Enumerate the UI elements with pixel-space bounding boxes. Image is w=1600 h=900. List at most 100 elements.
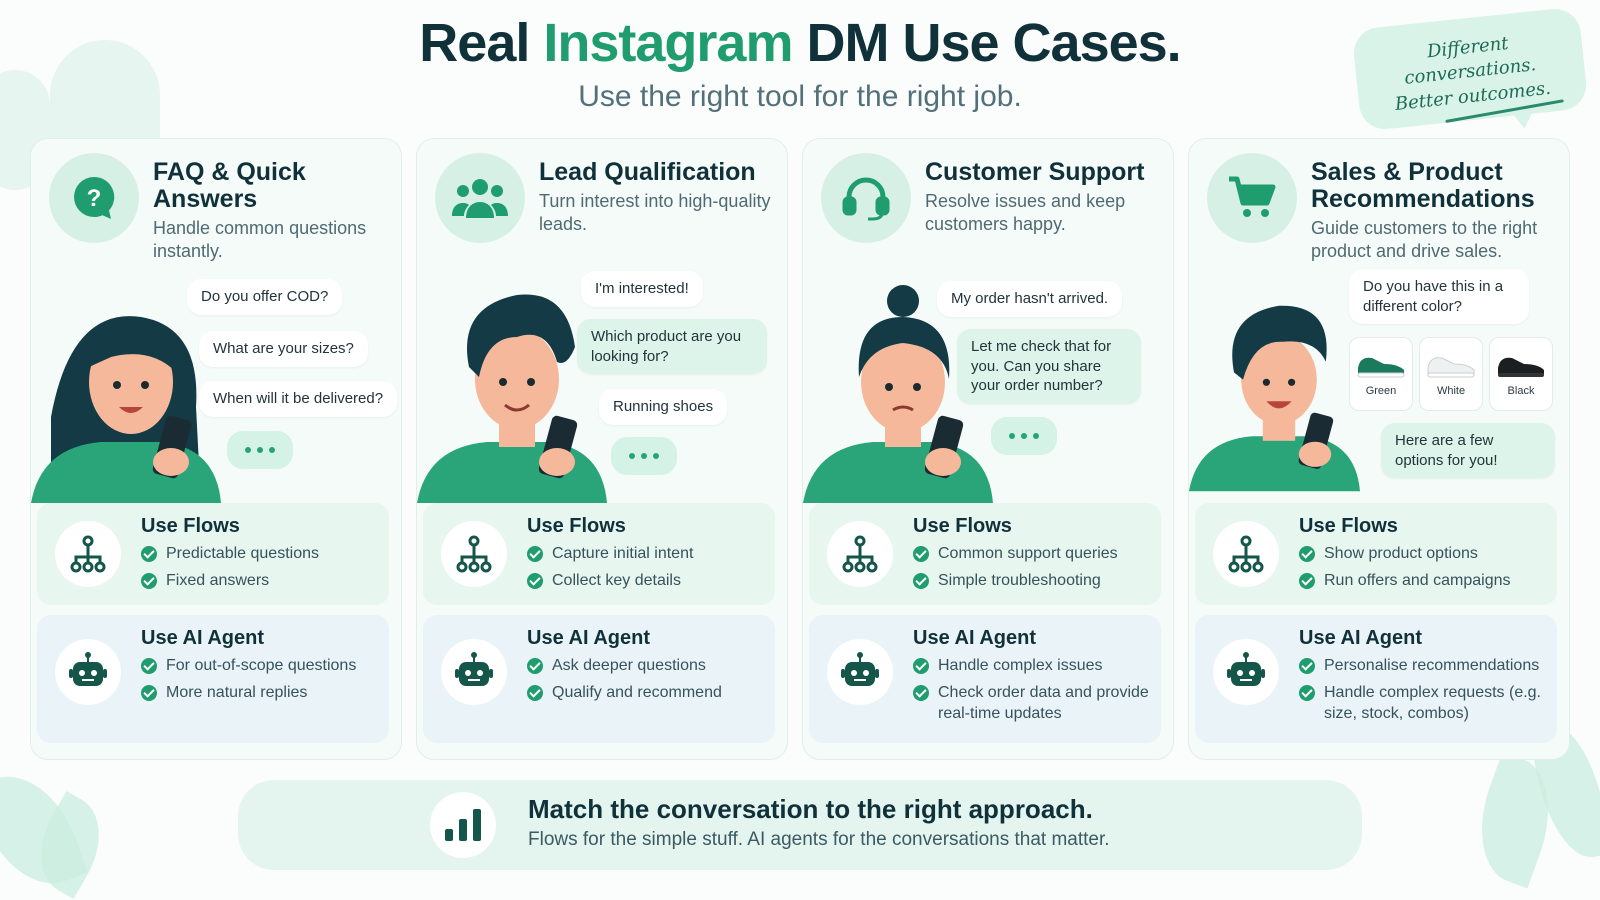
card-title: Customer Support — [925, 158, 1145, 186]
note-tail — [1512, 111, 1535, 130]
flows-title: Use Flows — [913, 515, 1012, 537]
card-sales-recommendations: Sales & Product Recommendations Guide cu… — [1188, 138, 1570, 760]
question-bubble-icon: ? — [49, 153, 139, 243]
man-phone-illustration — [417, 294, 607, 503]
ai-agent-title: Use AI Agent — [141, 627, 264, 649]
check-icon — [1299, 572, 1315, 589]
ai-agent-panel: Use AI Agent For out-of-scope questions … — [37, 615, 389, 743]
flows-item: Fixed answers — [141, 571, 381, 592]
typing-indicator — [991, 417, 1057, 455]
robot-icon — [1213, 639, 1279, 705]
product-label: Black — [1507, 385, 1535, 397]
chat-bubble: Do you have this in a different color? — [1349, 269, 1529, 324]
ai-agent-title: Use AI Agent — [527, 627, 650, 649]
check-icon — [527, 658, 543, 674]
ai-agent-item: More natural replies — [141, 683, 381, 704]
people-group-icon — [435, 153, 525, 243]
flows-panel: Use Flows Predictable questions Fixed an… — [37, 503, 389, 605]
card-header: Customer Support Resolve issues and keep… — [821, 153, 1163, 273]
chat-scene: Do you have this in a different color? G… — [1189, 267, 1571, 503]
ai-agent-panel: Use AI Agent Ask deeper questions Qualif… — [423, 615, 775, 743]
ai-agent-panel: Use AI Agent Personalise recommendations… — [1195, 615, 1557, 743]
flow-diagram-icon — [55, 521, 121, 587]
ai-agent-panel: Use AI Agent Handle complex issues Check… — [809, 615, 1161, 743]
flows-item: Collect key details — [527, 571, 767, 592]
check-icon — [141, 572, 157, 589]
check-icon — [913, 572, 929, 589]
flows-item: Simple troubleshooting — [913, 571, 1153, 592]
green-shoe-icon — [1357, 357, 1405, 378]
check-icon — [527, 684, 543, 701]
bar-chart-icon — [430, 792, 496, 858]
svg-text:?: ? — [87, 185, 102, 212]
card-title: FAQ & Quick Answers — [153, 158, 306, 213]
flows-item: Common support queries — [913, 544, 1153, 565]
ai-agent-item: Ask deeper questions — [527, 656, 767, 677]
flows-item: Run offers and campaigns — [1299, 571, 1549, 592]
card-description: Turn interest into high-quality leads. — [539, 191, 771, 234]
background-blob — [50, 40, 160, 150]
flow-diagram-icon — [441, 521, 507, 587]
card-header: Lead Qualification Turn interest into hi… — [435, 153, 777, 273]
chat-bubble: I'm interested! — [581, 271, 703, 307]
white-shoe-icon — [1427, 357, 1475, 378]
typing-indicator — [611, 437, 677, 475]
product-option-white[interactable]: White — [1419, 337, 1483, 411]
ai-agent-item: For out-of-scope questions — [141, 656, 381, 677]
check-icon — [913, 658, 929, 674]
card-title: Sales & Product Recommendations — [1311, 158, 1535, 213]
ai-agent-item: Check order data and provide real-time u… — [913, 683, 1153, 725]
woman-phone-illustration — [803, 285, 993, 503]
check-icon — [527, 572, 543, 589]
check-icon — [1299, 658, 1315, 674]
check-icon — [913, 546, 929, 562]
flows-title: Use Flows — [141, 515, 240, 537]
robot-icon — [827, 639, 893, 705]
chat-bubble: Here are a few options for you! — [1381, 423, 1555, 478]
headset-icon — [821, 153, 911, 243]
page-header: Real Instagram DM Use Cases. Use the rig… — [0, 12, 1600, 114]
card-header: Sales & Product Recommendations Guide cu… — [1207, 153, 1559, 273]
robot-icon — [441, 639, 507, 705]
use-case-cards: ? FAQ & Quick Answers Handle common ques… — [30, 138, 1570, 760]
flows-panel: Use Flows Show product options Run offer… — [1195, 503, 1557, 605]
check-icon — [141, 684, 157, 701]
flows-title: Use Flows — [527, 515, 626, 537]
chat-scene: I'm interested! Which product are you lo… — [417, 267, 789, 503]
card-title: Lead Qualification — [539, 158, 756, 186]
check-icon — [1299, 546, 1315, 562]
chat-bubble: Do you offer COD? — [187, 279, 343, 315]
card-header: ? FAQ & Quick Answers Handle common ques… — [49, 153, 391, 273]
ai-agent-item: Handle complex issues — [913, 656, 1153, 677]
card-faq: ? FAQ & Quick Answers Handle common ques… — [30, 138, 402, 760]
page-title: Real Instagram DM Use Cases. — [419, 13, 1181, 73]
product-label: White — [1436, 385, 1466, 397]
black-shoe-icon — [1498, 357, 1544, 377]
ai-agent-item: Personalise recommendations — [1299, 656, 1549, 677]
product-option-green[interactable]: Green — [1349, 337, 1413, 411]
product-label: Green — [1365, 385, 1397, 397]
check-icon — [1299, 684, 1315, 701]
chat-scene: My order hasn't arrived. Let me check th… — [803, 267, 1175, 503]
footer-subtitle: Flows for the simple stuff. AI agents fo… — [528, 829, 1110, 850]
chat-bubble: What are your sizes? — [199, 331, 368, 367]
page-subtitle: Use the right tool for the right job. — [578, 80, 1022, 113]
woman-phone-illustration — [31, 316, 221, 503]
ai-agent-item: Handle complex requests (e.g. size, stoc… — [1299, 683, 1549, 725]
flows-panel: Use Flows Common support queries Simple … — [809, 503, 1161, 605]
chat-scene: Do you offer COD? What are your sizes? W… — [31, 267, 403, 503]
man-phone-illustration — [1189, 305, 1360, 492]
product-option-black[interactable]: Black — [1489, 337, 1553, 411]
flows-item: Show product options — [1299, 544, 1549, 565]
chat-bubble: Running shoes — [599, 389, 728, 425]
flows-item: Capture initial intent — [527, 544, 767, 565]
chat-bubble: Let me check that for you. Can you share… — [957, 329, 1141, 404]
card-customer-support: Customer Support Resolve issues and keep… — [802, 138, 1174, 760]
chat-bubble: Which product are you looking for? — [577, 319, 767, 374]
check-icon — [913, 684, 929, 701]
chat-bubble: My order hasn't arrived. — [937, 281, 1123, 317]
flows-title: Use Flows — [1299, 515, 1398, 537]
check-icon — [141, 658, 157, 674]
typing-indicator — [227, 431, 293, 469]
flows-panel: Use Flows Capture initial intent Collect… — [423, 503, 775, 605]
